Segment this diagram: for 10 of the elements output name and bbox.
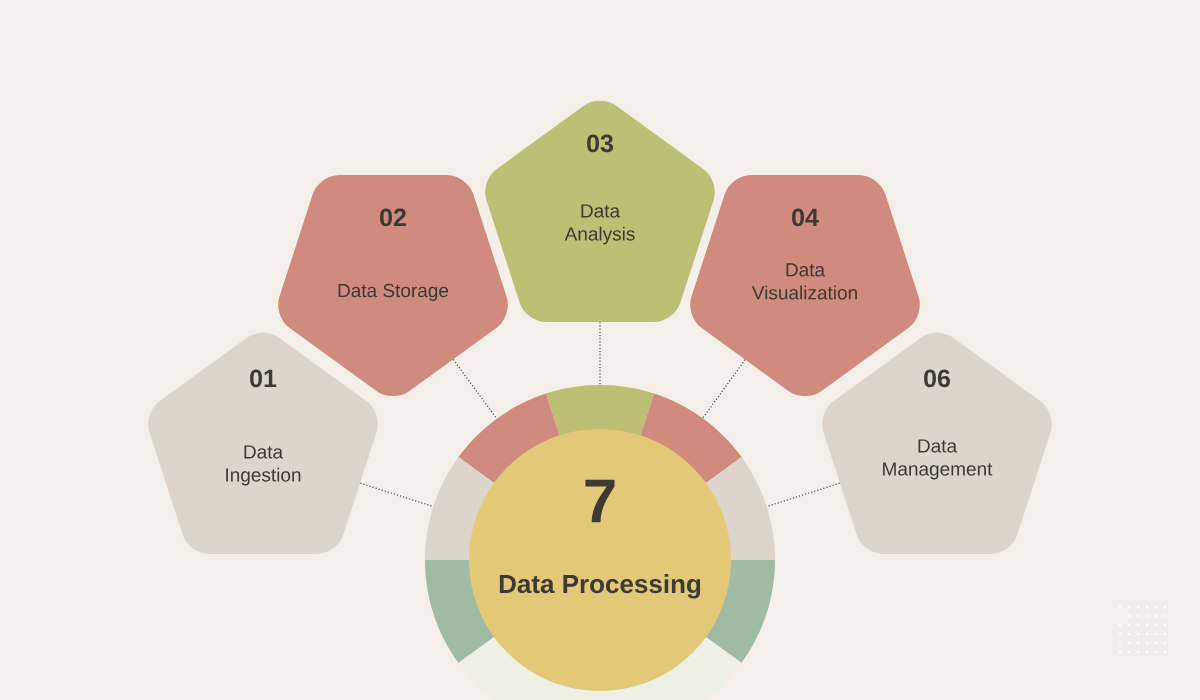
pentagon-card: 02 Data Storage xyxy=(278,175,508,397)
pentagon-card: 01 Data Ingestion xyxy=(148,332,378,554)
dotted-connector xyxy=(766,482,841,508)
pentagon-card: 04 Data Visualization xyxy=(690,175,920,397)
pentagon-card: 06 Data Management xyxy=(822,332,1052,554)
dotted-connector xyxy=(599,321,601,386)
dotted-connector xyxy=(359,482,434,508)
dotted-connector xyxy=(702,359,746,419)
pentagon-card: 03 Data Analysis xyxy=(485,100,715,322)
dotted-connector xyxy=(452,358,498,420)
